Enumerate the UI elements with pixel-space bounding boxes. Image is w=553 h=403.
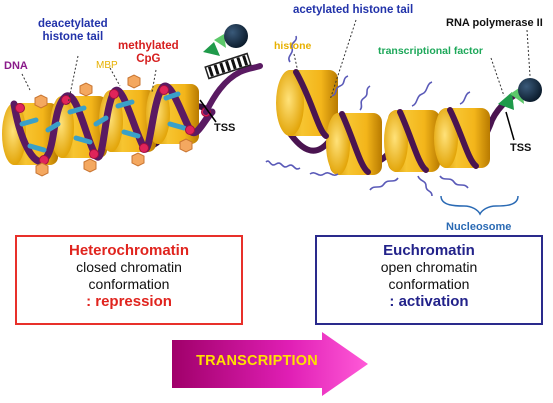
label-deacetylated-histone-tail: deacetylated histone tail <box>38 18 108 44</box>
euchromatin-illustration <box>265 19 542 216</box>
tss-pointer-left <box>199 99 217 123</box>
euchromatin-outcome: : activation <box>389 292 469 310</box>
euchromatin-title: Euchromatin <box>383 242 475 259</box>
label-transcriptional-factor: transcriptional factor <box>378 45 484 57</box>
heterochromatin-title: Heterochromatin <box>68 242 190 259</box>
dna-tail-left <box>203 63 263 115</box>
label-dna: DNA <box>4 60 28 72</box>
mbp-proteins <box>34 74 193 177</box>
label-nucleosome: Nucleosome <box>446 221 512 233</box>
dna-wraps <box>293 69 479 175</box>
heterochromatin-line-1: closed chromatin <box>76 259 182 275</box>
tf-left <box>203 42 220 56</box>
rna-pol-right <box>518 78 542 102</box>
label-histone: histone <box>274 40 312 52</box>
blocked-promoter <box>204 52 252 80</box>
rna-pol-left <box>224 24 248 48</box>
transcription-arrow <box>172 332 368 396</box>
tf-right <box>498 92 514 110</box>
heterochromatin-box: Heterochromatin closed chromatin conform… <box>17 237 241 323</box>
label-methylated-cpg: methylated CpG <box>118 40 179 66</box>
heterochromatin-illustration <box>2 24 263 177</box>
tss-pointer-right <box>505 111 515 141</box>
heterochromatin-outcome: : repression <box>86 292 172 310</box>
transcription-label: TRANSCRIPTION <box>196 353 318 369</box>
nucleosome-brace <box>440 195 519 216</box>
label-tss-right: TSS <box>510 142 532 154</box>
euchromatin-line-1: open chromatin <box>380 259 478 275</box>
label-mbp: MBP <box>96 60 118 71</box>
label-tss-left: TSS <box>214 122 236 134</box>
heterochromatin-line-2: conformation <box>88 275 170 292</box>
deacetylated-tails <box>19 91 187 153</box>
label-rna-polymerase-ii: RNA polymerase II <box>446 17 543 29</box>
euchromatin-box: Euchromatin open chromatin conformation … <box>317 237 541 323</box>
euchromatin-line-2: conformation <box>388 275 470 292</box>
transcription-arrow-group: TRANSCRIPTION <box>172 331 368 395</box>
acetylated-tails <box>265 35 471 197</box>
label-acetylated-histone-tail: acetylated histone tail <box>293 4 414 16</box>
